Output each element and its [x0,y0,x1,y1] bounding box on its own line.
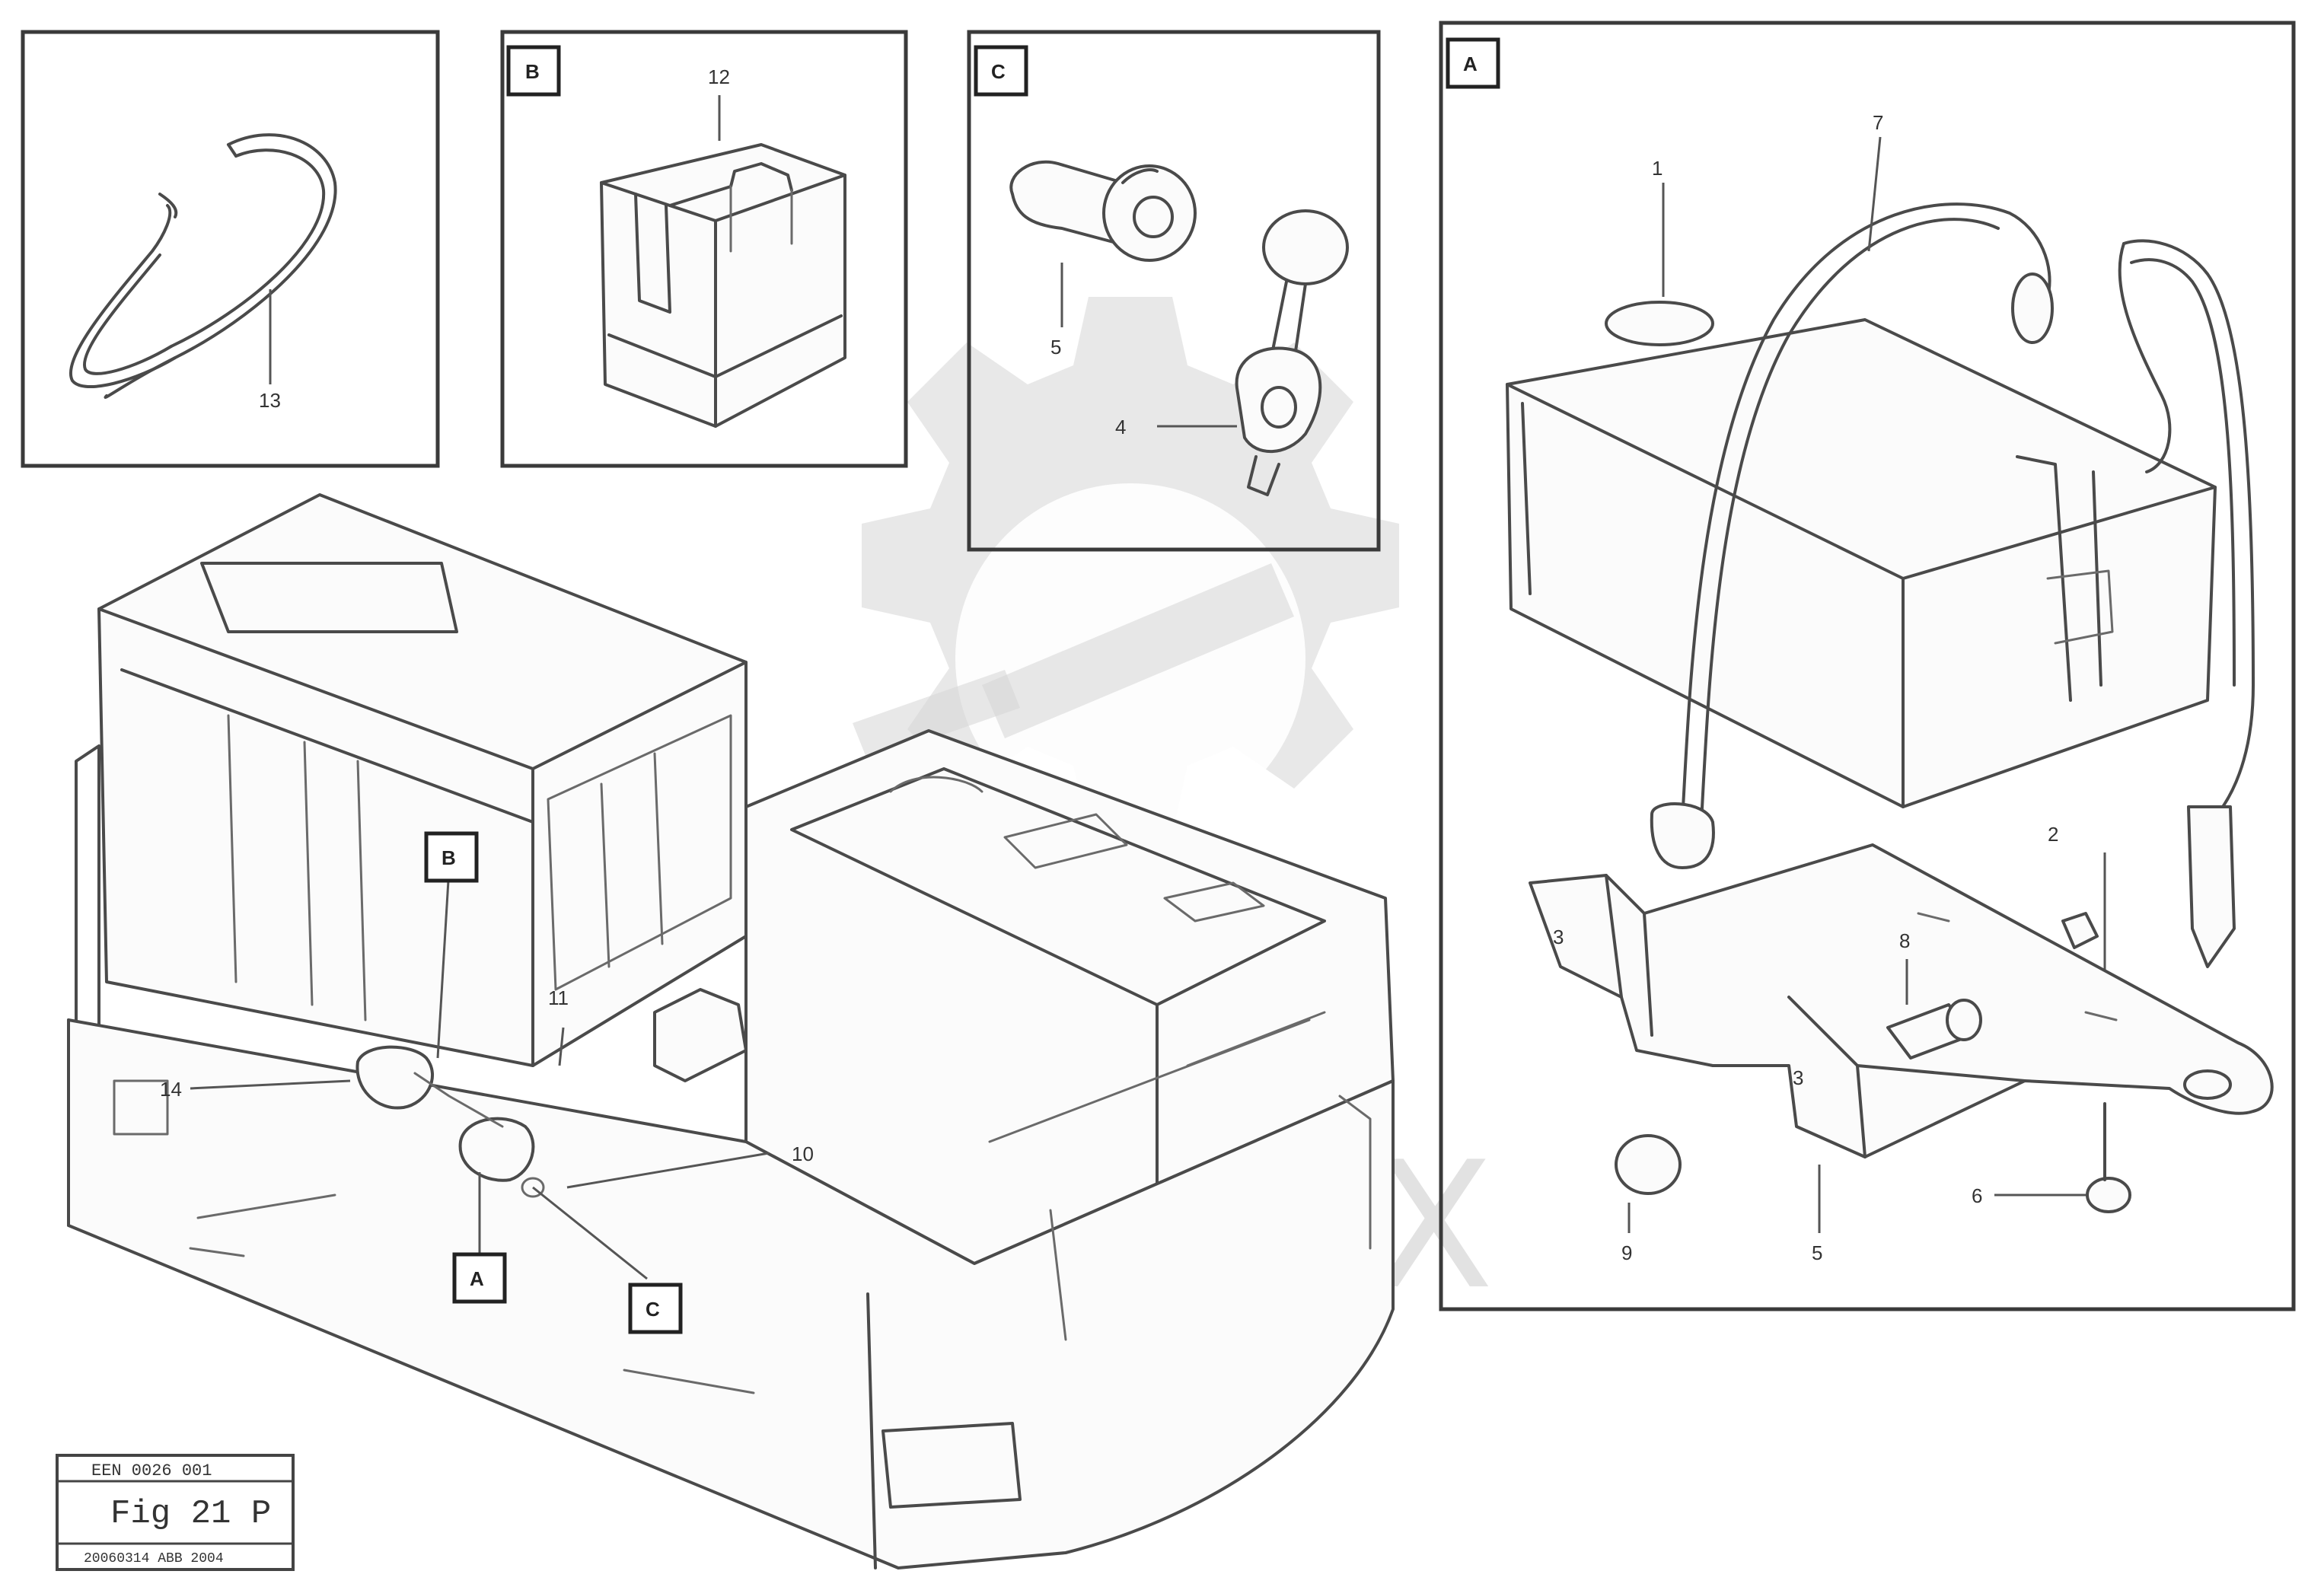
stamp-line-1: EEN 0026 001 [91,1461,212,1480]
callout-a-3-lower: 3 [1793,1066,1803,1089]
panel-b-tag: B [525,60,540,83]
callout-12: 12 [708,65,730,88]
callout-a-2: 2 [2048,823,2058,846]
callout-a-9: 9 [1621,1241,1632,1264]
stamp-line-3: 20060314 ABB 2004 [84,1551,224,1566]
callout-c-5: 5 [1050,336,1061,359]
stamp-line-2: Fig 21 P [110,1495,271,1533]
callout-10: 10 [792,1142,814,1165]
callout-a-8-upper: 8 [1899,929,1910,952]
figure-stamp: EEN 0026 001 Fig 21 P 20060314 ABB 2004 [56,1454,295,1571]
callout-a-6: 6 [1972,1184,1982,1207]
panel-ring: 13 [21,30,440,468]
main-tag-a: A [470,1267,484,1290]
main-tag-b: B [442,846,456,869]
callout-11: 11 [548,986,569,1009]
machine-view: 14 11 10 B A C [67,493,1395,1569]
callout-c-4: 4 [1115,416,1126,438]
panel-a-tag: A [1463,53,1478,75]
panel-c: C 5 4 [967,30,1381,552]
panel-a: A 1 7 2 [1439,21,2296,1311]
callout-13: 13 [259,389,281,412]
callout-a-7: 7 [1873,111,1883,134]
panel-b: B 12 [500,30,908,468]
callout-a-5: 5 [1812,1241,1822,1264]
panel-c-tag: C [991,60,1006,83]
callout-a-1: 1 [1652,157,1663,180]
callout-14: 14 [160,1078,182,1101]
main-tag-c: C [646,1298,660,1321]
callout-a-3: 3 [1553,926,1564,948]
